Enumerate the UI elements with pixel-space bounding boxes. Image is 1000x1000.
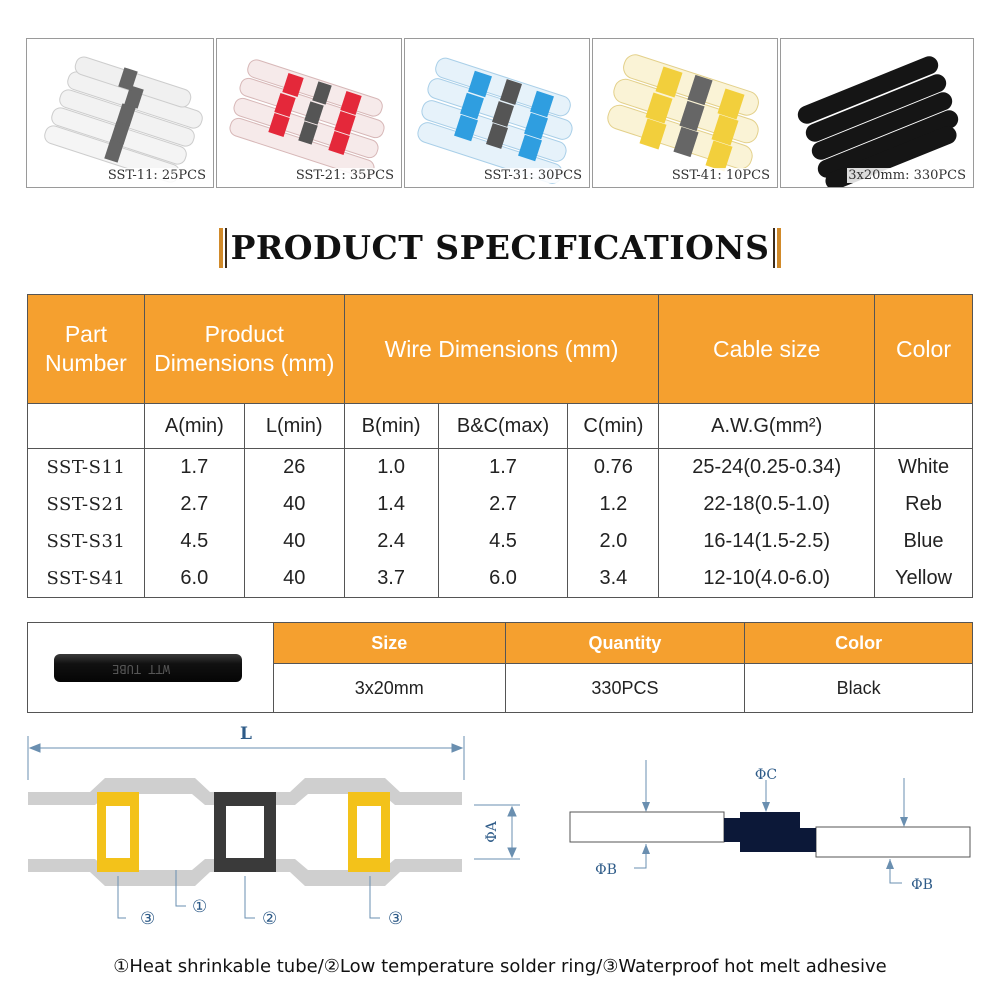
cell-bc: 4.5 <box>437 523 569 560</box>
callout-lines <box>117 870 380 919</box>
black-tube-image: WTT TUBE <box>54 653 243 682</box>
heading-text: PRODUCT SPECIFICATIONS <box>230 228 770 267</box>
photo-label: SST-41: 10PCS <box>670 168 771 183</box>
photo-sst-31: SST-31: 30PCS <box>404 38 590 188</box>
photo-label: SST-11: 25PCS <box>106 168 207 183</box>
black-tube-image <box>797 56 959 187</box>
cell-color: White <box>874 448 973 486</box>
cell-l: 40 <box>243 523 345 560</box>
heat-shrink-tube-table: WTT TUBE Size Quantity Color 3x20mm 330P… <box>27 622 973 713</box>
table-row: SST-S21 2.7 40 1.4 2.7 1.2 22-18(0.5-1.0… <box>27 486 973 523</box>
subheader-row: A(min) L(min) B(min) B&C(max) C(min) A.W… <box>27 403 973 449</box>
phi-c-label: ΦC <box>755 767 777 783</box>
header-part-number: Part Number <box>27 294 145 404</box>
cell-part: SST-S11 <box>27 448 145 486</box>
subheader-b: B(min) <box>343 403 439 449</box>
cell-awg: 16-14(1.5-2.5) <box>658 523 876 560</box>
cell-color: Yellow <box>874 560 973 598</box>
cell-color: Reb <box>874 486 973 523</box>
cell-b: 1.0 <box>343 448 439 486</box>
subheader-a: A(min) <box>143 403 245 449</box>
cell-awg: 25-24(0.25-0.34) <box>658 448 876 486</box>
cell-a: 6.0 <box>143 560 245 598</box>
phi-a-label: ΦA <box>484 820 500 842</box>
subheader-empty <box>27 403 145 449</box>
photo-sst-41: SST-41: 10PCS <box>592 38 778 188</box>
photo-3x20mm: 3x20mm: 330PCS <box>780 38 974 188</box>
phi-a-dimension <box>474 804 520 860</box>
spec-table: Part Number Product Dimensions (mm) Wire… <box>27 294 973 598</box>
table-row: SST-S11 1.7 26 1.0 1.7 0.76 25-24(0.25-0… <box>27 448 973 486</box>
photo-label: SST-21: 35PCS <box>294 168 395 183</box>
cell-a: 4.5 <box>143 523 245 560</box>
blue-connector-image <box>417 57 573 184</box>
subheader-c: C(min) <box>567 403 660 449</box>
cell-awg: 22-18(0.5-1.0) <box>658 486 876 523</box>
connector-diagram: L ΦA ③ ① ② ③ <box>27 724 971 929</box>
subheader-l: L(min) <box>243 403 345 449</box>
connector-cross-section <box>28 778 462 886</box>
cell-part: SST-S41 <box>27 560 145 598</box>
tube-header-size: Size <box>272 622 506 664</box>
tube-print-text: WTT TUBE <box>113 662 171 676</box>
yellow-connector-image <box>607 54 759 172</box>
product-photo-strip: SST-11: 25PCS SST-21: 35PCS <box>26 38 974 190</box>
cell-c: 0.76 <box>567 448 660 486</box>
cell-b: 3.7 <box>343 560 439 598</box>
cell-awg: 12-10(4.0-6.0) <box>658 560 876 598</box>
cell-part: SST-S31 <box>27 523 145 560</box>
tube-header-color: Color <box>744 622 973 664</box>
cell-c: 3.4 <box>567 560 660 598</box>
cell-l: 26 <box>243 448 345 486</box>
phi-b-label-right: ΦB <box>911 877 933 893</box>
photo-sst-21: SST-21: 35PCS <box>216 38 402 188</box>
red-connector-image <box>229 59 385 179</box>
cell-bc: 2.7 <box>437 486 569 523</box>
callout-3-left: ③ <box>140 909 155 929</box>
cell-l: 40 <box>243 560 345 598</box>
cell-b: 2.4 <box>343 523 439 560</box>
length-dimension <box>27 736 465 780</box>
photo-label: SST-31: 30PCS <box>482 168 583 183</box>
subheader-color-empty <box>874 403 973 449</box>
header-cable-size: Cable size <box>658 294 876 404</box>
photo-label: 3x20mm: 330PCS <box>847 168 967 183</box>
diagram-caption: ①Heat shrinkable tube/②Low temperature s… <box>113 956 887 977</box>
section-heading: PRODUCT SPECIFICATIONS <box>0 222 1000 274</box>
wire-splice-diagram <box>569 760 971 884</box>
cell-part: SST-S21 <box>27 486 145 523</box>
callout-3-right: ③ <box>388 909 403 929</box>
subheader-awg: A.W.G(mm²) <box>658 403 876 449</box>
header-color: Color <box>874 294 973 404</box>
table-row: SST-S41 6.0 40 3.7 6.0 3.4 12-10(4.0-6.0… <box>27 560 973 598</box>
phi-b-label-left: ΦB <box>595 862 617 878</box>
photo-sst-11: SST-11: 25PCS <box>26 38 214 188</box>
length-label: L <box>240 724 252 744</box>
cell-a: 2.7 <box>143 486 245 523</box>
cell-l: 40 <box>243 486 345 523</box>
table-row: SST-S31 4.5 40 2.4 4.5 2.0 16-14(1.5-2.5… <box>27 523 973 560</box>
callout-1: ① <box>192 897 207 917</box>
cell-b: 1.4 <box>343 486 439 523</box>
callout-2: ② <box>262 909 277 929</box>
tube-size-value: 3x20mm <box>272 663 506 713</box>
header-product-dimensions: Product Dimensions (mm) <box>143 294 345 404</box>
subheader-bc: B&C(max) <box>437 403 569 449</box>
cell-c: 2.0 <box>567 523 660 560</box>
tube-color-value: Black <box>744 663 973 713</box>
cell-bc: 6.0 <box>437 560 569 598</box>
cell-c: 1.2 <box>567 486 660 523</box>
cell-bc: 1.7 <box>437 448 569 486</box>
cell-a: 1.7 <box>143 448 245 486</box>
tube-header-quantity: Quantity <box>504 622 746 664</box>
cell-color: Blue <box>874 523 973 560</box>
tube-image-cell: WTT TUBE <box>27 622 274 713</box>
header-wire-dimensions: Wire Dimensions (mm) <box>343 294 660 404</box>
clear-connector-image <box>44 56 203 183</box>
tube-quantity-value: 330PCS <box>504 663 746 713</box>
